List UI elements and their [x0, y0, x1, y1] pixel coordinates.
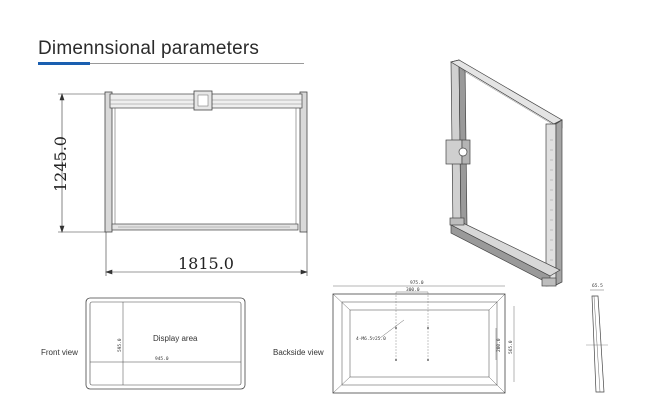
- back-inner-dim: 300.0: [406, 287, 420, 293]
- height-dimension-line: [58, 93, 105, 233]
- title-divider: [38, 63, 304, 64]
- back-right-outer-dim: 565.0: [508, 340, 514, 354]
- isometric-rail-ticks: [550, 139, 553, 261]
- front-height-dim: 595.0: [117, 338, 123, 352]
- isometric-frame: [445, 59, 563, 287]
- backside-view-drawing: [332, 285, 515, 394]
- front-view-drawing: [85, 297, 246, 390]
- height-dimension-label: 1245.0: [51, 136, 70, 192]
- front-view-label: Front view: [41, 348, 78, 357]
- back-top-dim: 975.0: [410, 280, 424, 286]
- width-dimension-line: [105, 232, 308, 276]
- width-dimension-label: 1815.0: [178, 254, 234, 273]
- back-holes-spec: 4-M6.5▽25.0: [356, 336, 386, 342]
- display-area-label: Display area: [153, 334, 198, 343]
- mount-holes: [395, 327, 429, 361]
- frame-top-view: [104, 90, 308, 233]
- side-depth-dim: 65.5: [592, 283, 603, 289]
- front-width-dim: 945.0: [155, 356, 169, 362]
- title-accent-bar: [38, 62, 90, 65]
- page-title: Dimennsional parameters: [38, 38, 260, 59]
- back-right-inner-dim: 200.0: [496, 338, 502, 352]
- backside-view-label: Backside view: [273, 348, 324, 357]
- side-view-drawing: [586, 289, 608, 393]
